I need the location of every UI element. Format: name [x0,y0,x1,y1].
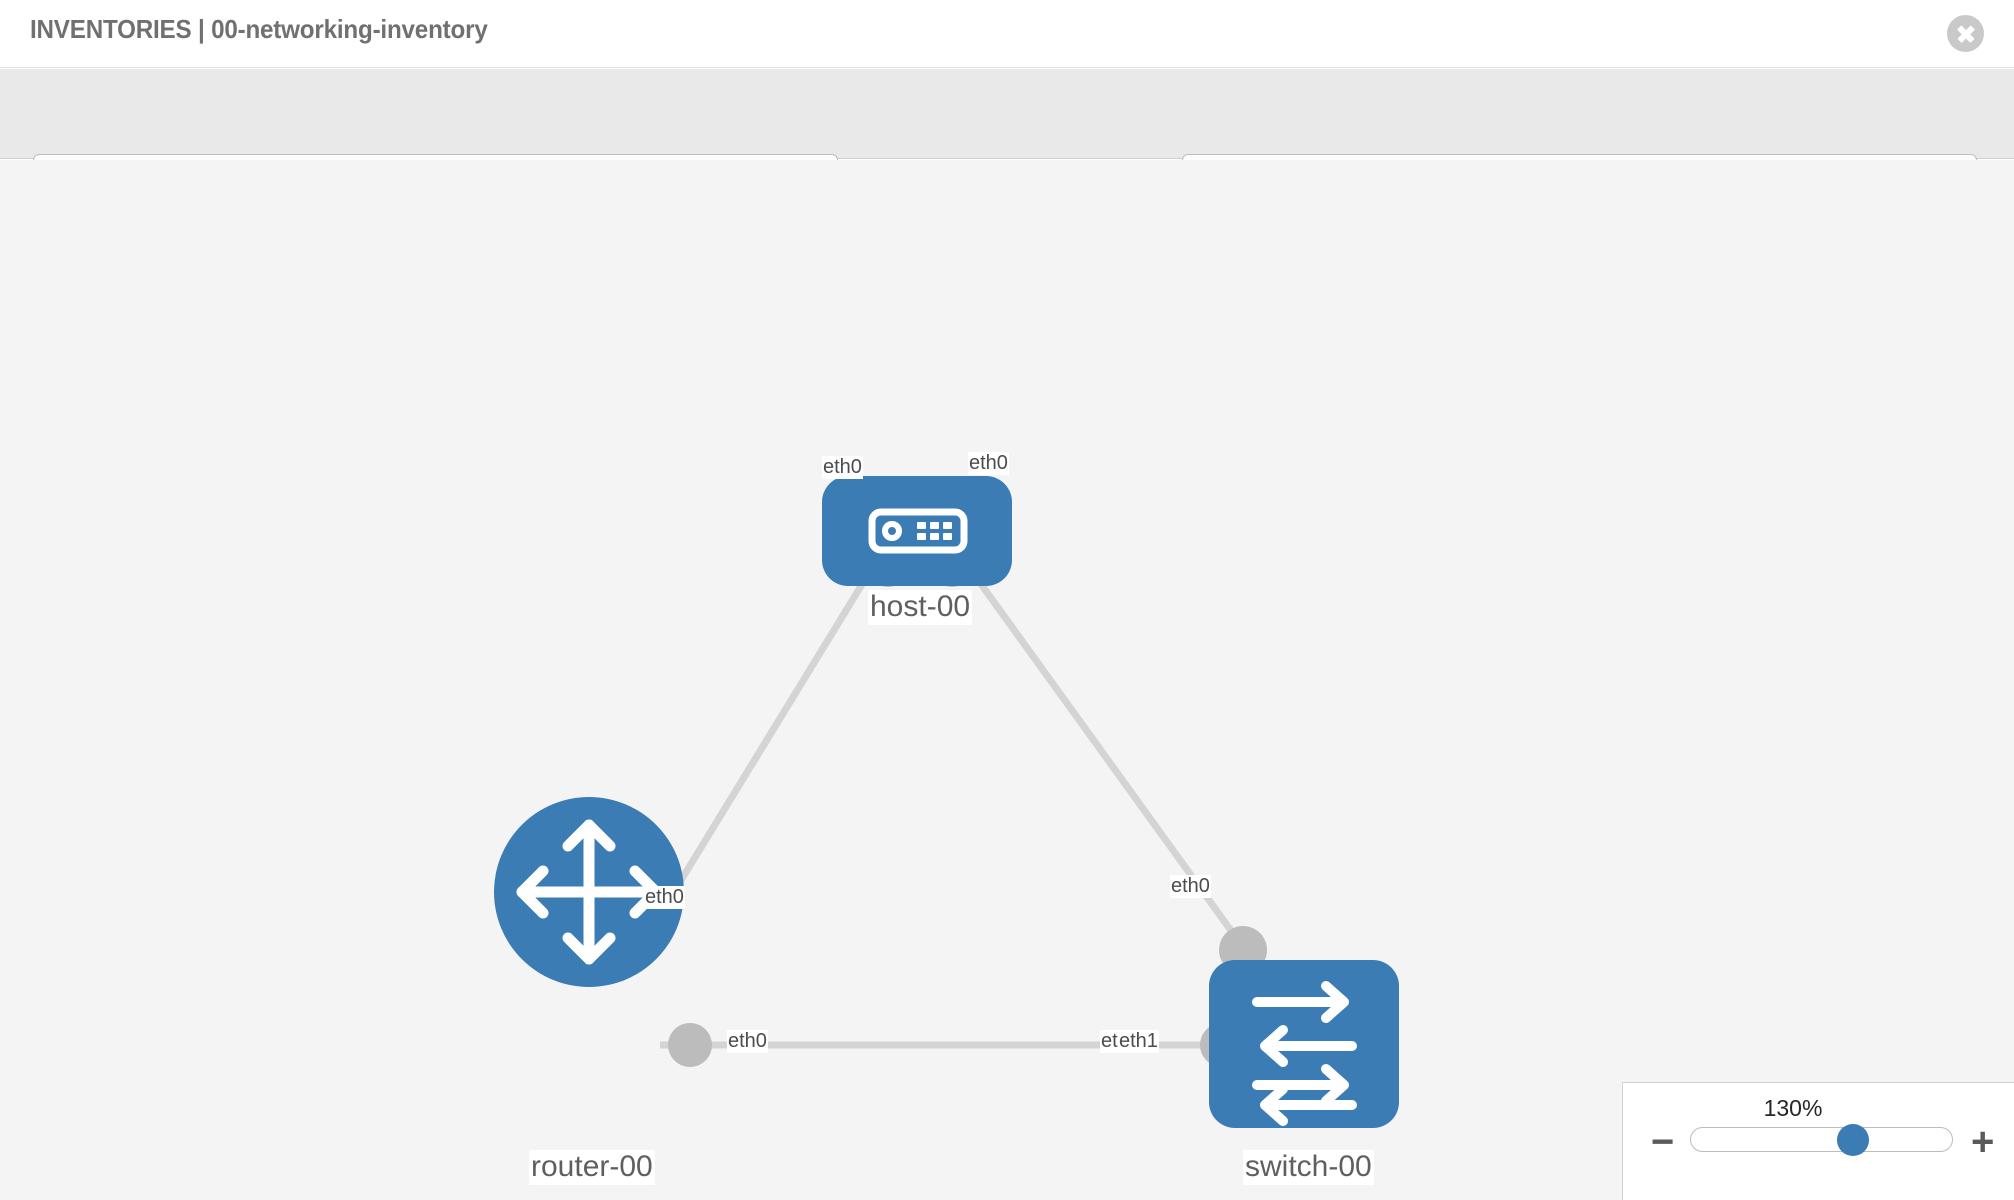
page-header: INVENTORIES | 00-networking-inventory [0,0,2014,68]
topology-graph [494,476,1399,1128]
zoom-level-value: 130% [1763,1095,1823,1121]
page-title: INVENTORIES | 00-networking-inventory [30,14,488,44]
node-switch-00 [1209,960,1399,1128]
iface-label-eth0-host-left: eth0 [822,456,863,479]
toolbar: ACTIONS SEARCH [0,69,2014,207]
switch-arrows-icon [1252,981,1357,1126]
zoom-control-panel: 130% − + [1622,1082,2014,1200]
node-host-00 [822,476,1012,586]
iface-label-eth1-switch-left: eth1 [1118,1030,1159,1053]
close-icon[interactable] [1947,15,1984,52]
iface-label-eth0-router-right: eth0 [727,1030,768,1053]
node-label-router-00: router-00 [529,1150,655,1185]
zoom-out-button[interactable]: − [1651,1120,1675,1164]
link-layer [617,552,1250,1049]
iface-label-eth0-switch-up: eth0 [1170,875,1211,898]
iface-label-eth0-router-up: eth0 [644,886,685,909]
zoom-in-button[interactable]: + [1971,1120,1995,1164]
node-router-00 [494,797,684,987]
node-label-host-00: host-00 [868,590,973,625]
iface-label-eth0-host-right: eth0 [968,452,1009,475]
topology-canvas[interactable]: eth0 eth0 eth0 eth0 eth0 eth eth1 host-0… [0,160,2014,1200]
server-icon [868,508,968,554]
zoom-slider-thumb[interactable] [1837,1124,1869,1156]
zoom-slider[interactable] [1690,1124,1953,1156]
node-label-switch-00: switch-00 [1243,1150,1374,1185]
endpoint-router-right [668,1023,712,1067]
